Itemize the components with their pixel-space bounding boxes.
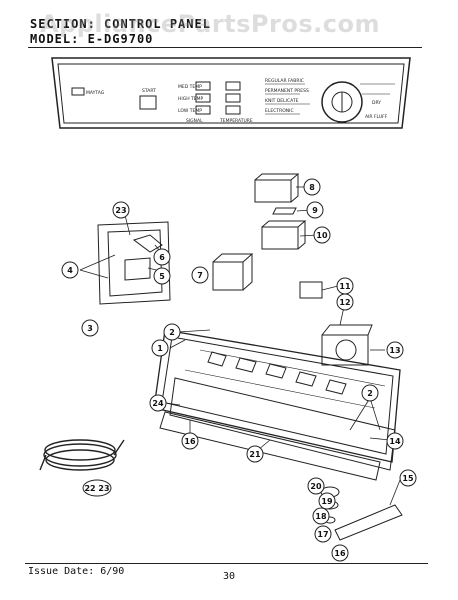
svg-text:LOW TEMP: LOW TEMP — [178, 108, 202, 114]
svg-text:AIR FLUFF: AIR FLUFF — [365, 114, 388, 120]
svg-text:20: 20 — [310, 482, 322, 491]
callout-8 — [303, 178, 321, 196]
svg-text:13: 13 — [389, 346, 400, 355]
svg-text:DRY: DRY — [372, 100, 381, 106]
switch-7 — [212, 253, 254, 291]
svg-text:7: 7 — [197, 271, 203, 280]
svg-text:SIGNAL: SIGNAL — [186, 118, 203, 124]
svg-text:5: 5 — [159, 272, 165, 281]
wire-harness — [39, 439, 125, 471]
switch-8 — [254, 173, 300, 203]
svg-text:18: 18 — [315, 512, 327, 521]
callout-16b — [331, 544, 349, 562]
svg-text:12: 12 — [339, 298, 350, 307]
bracket-subassembly — [97, 221, 171, 305]
header-rule — [28, 47, 422, 48]
page-number: 30 — [223, 571, 236, 582]
svg-text:TEMPERATURE: TEMPERATURE — [219, 118, 253, 124]
callout-3 — [81, 319, 99, 337]
callout-19 — [318, 492, 336, 510]
callout-10 — [313, 226, 331, 244]
svg-text:16: 16 — [334, 549, 346, 558]
svg-text:8: 8 — [309, 183, 315, 192]
svg-text:6: 6 — [159, 253, 165, 262]
model-value: E-DG9700 — [87, 32, 154, 46]
svg-text:3: 3 — [87, 324, 93, 333]
footer-rule — [25, 563, 428, 564]
callout-labels: 1 2 2 3 4 5 6 7 8 9 10 11 12 13 14 15 16… — [67, 183, 414, 558]
svg-text:MED TEMP: MED TEMP — [178, 84, 202, 90]
svg-text:24: 24 — [152, 399, 164, 408]
svg-text:10: 10 — [316, 231, 328, 240]
callout-5 — [153, 267, 171, 285]
svg-text:9: 9 — [312, 206, 318, 215]
svg-text:22 23: 22 23 — [84, 484, 109, 493]
svg-text:23: 23 — [115, 206, 126, 215]
issue-date: Issue Date: 6/90 — [28, 566, 125, 577]
callout-22-23 — [82, 479, 112, 497]
callout-6 — [153, 248, 171, 266]
model-header: MODEL: E-DG9700 — [30, 32, 153, 46]
svg-text:2: 2 — [169, 328, 175, 337]
knob-assembly — [320, 486, 403, 541]
callout-20 — [307, 477, 325, 495]
svg-text:2: 2 — [367, 389, 373, 398]
callout-4 — [61, 261, 79, 279]
callouts — [61, 178, 417, 562]
section-header: SECTION: CONTROL PANEL — [30, 17, 211, 31]
callout-23 — [112, 201, 130, 219]
svg-text:11: 11 — [339, 282, 351, 291]
svg-text:KNIT DELICATE: KNIT DELICATE — [265, 98, 299, 104]
callout-17 — [314, 525, 332, 543]
svg-text:15: 15 — [402, 474, 414, 483]
section-value: CONTROL PANEL — [104, 17, 211, 31]
section-label: SECTION: — [30, 17, 96, 31]
callout-15 — [399, 469, 417, 487]
callout-13 — [386, 341, 404, 359]
svg-text:PERMANENT PRESS: PERMANENT PRESS — [265, 88, 309, 94]
callout-1 — [151, 339, 169, 357]
callout-16a — [181, 432, 199, 450]
model-label: MODEL: — [30, 32, 80, 46]
svg-text:HIGH TEMP: HIGH TEMP — [178, 96, 203, 102]
callout-2a — [163, 323, 181, 341]
svg-text:16: 16 — [184, 437, 196, 446]
part-11 — [299, 281, 323, 299]
callout-9 — [306, 201, 324, 219]
control-panel-front — [51, 57, 411, 129]
lower-rail — [159, 377, 396, 481]
motor-13 — [321, 324, 373, 366]
switch-10 — [261, 220, 307, 250]
clip-9 — [272, 207, 297, 215]
svg-text:MAYTAG: MAYTAG — [86, 90, 105, 96]
svg-text:17: 17 — [317, 530, 328, 539]
svg-text:1: 1 — [157, 344, 163, 353]
svg-text:21: 21 — [249, 450, 261, 459]
svg-text:14: 14 — [389, 437, 401, 446]
panel-labels: MAYTAG START MED TEMP HIGH TEMP LOW TEMP… — [86, 78, 388, 124]
callout-24 — [149, 394, 167, 412]
callout-14 — [386, 432, 404, 450]
svg-text:START: START — [142, 88, 156, 94]
callout-12 — [336, 293, 354, 311]
svg-text:REGULAR FABRIC: REGULAR FABRIC — [265, 78, 304, 84]
svg-text:19: 19 — [321, 497, 333, 506]
watermark: AppliancePartsPros.com — [40, 10, 380, 38]
callout-2b — [361, 384, 379, 402]
callout-7 — [191, 266, 209, 284]
svg-text:ELECTRONIC: ELECTRONIC — [265, 108, 294, 114]
svg-text:4: 4 — [67, 266, 73, 275]
callout-18 — [312, 507, 330, 525]
callout-21 — [246, 445, 264, 463]
